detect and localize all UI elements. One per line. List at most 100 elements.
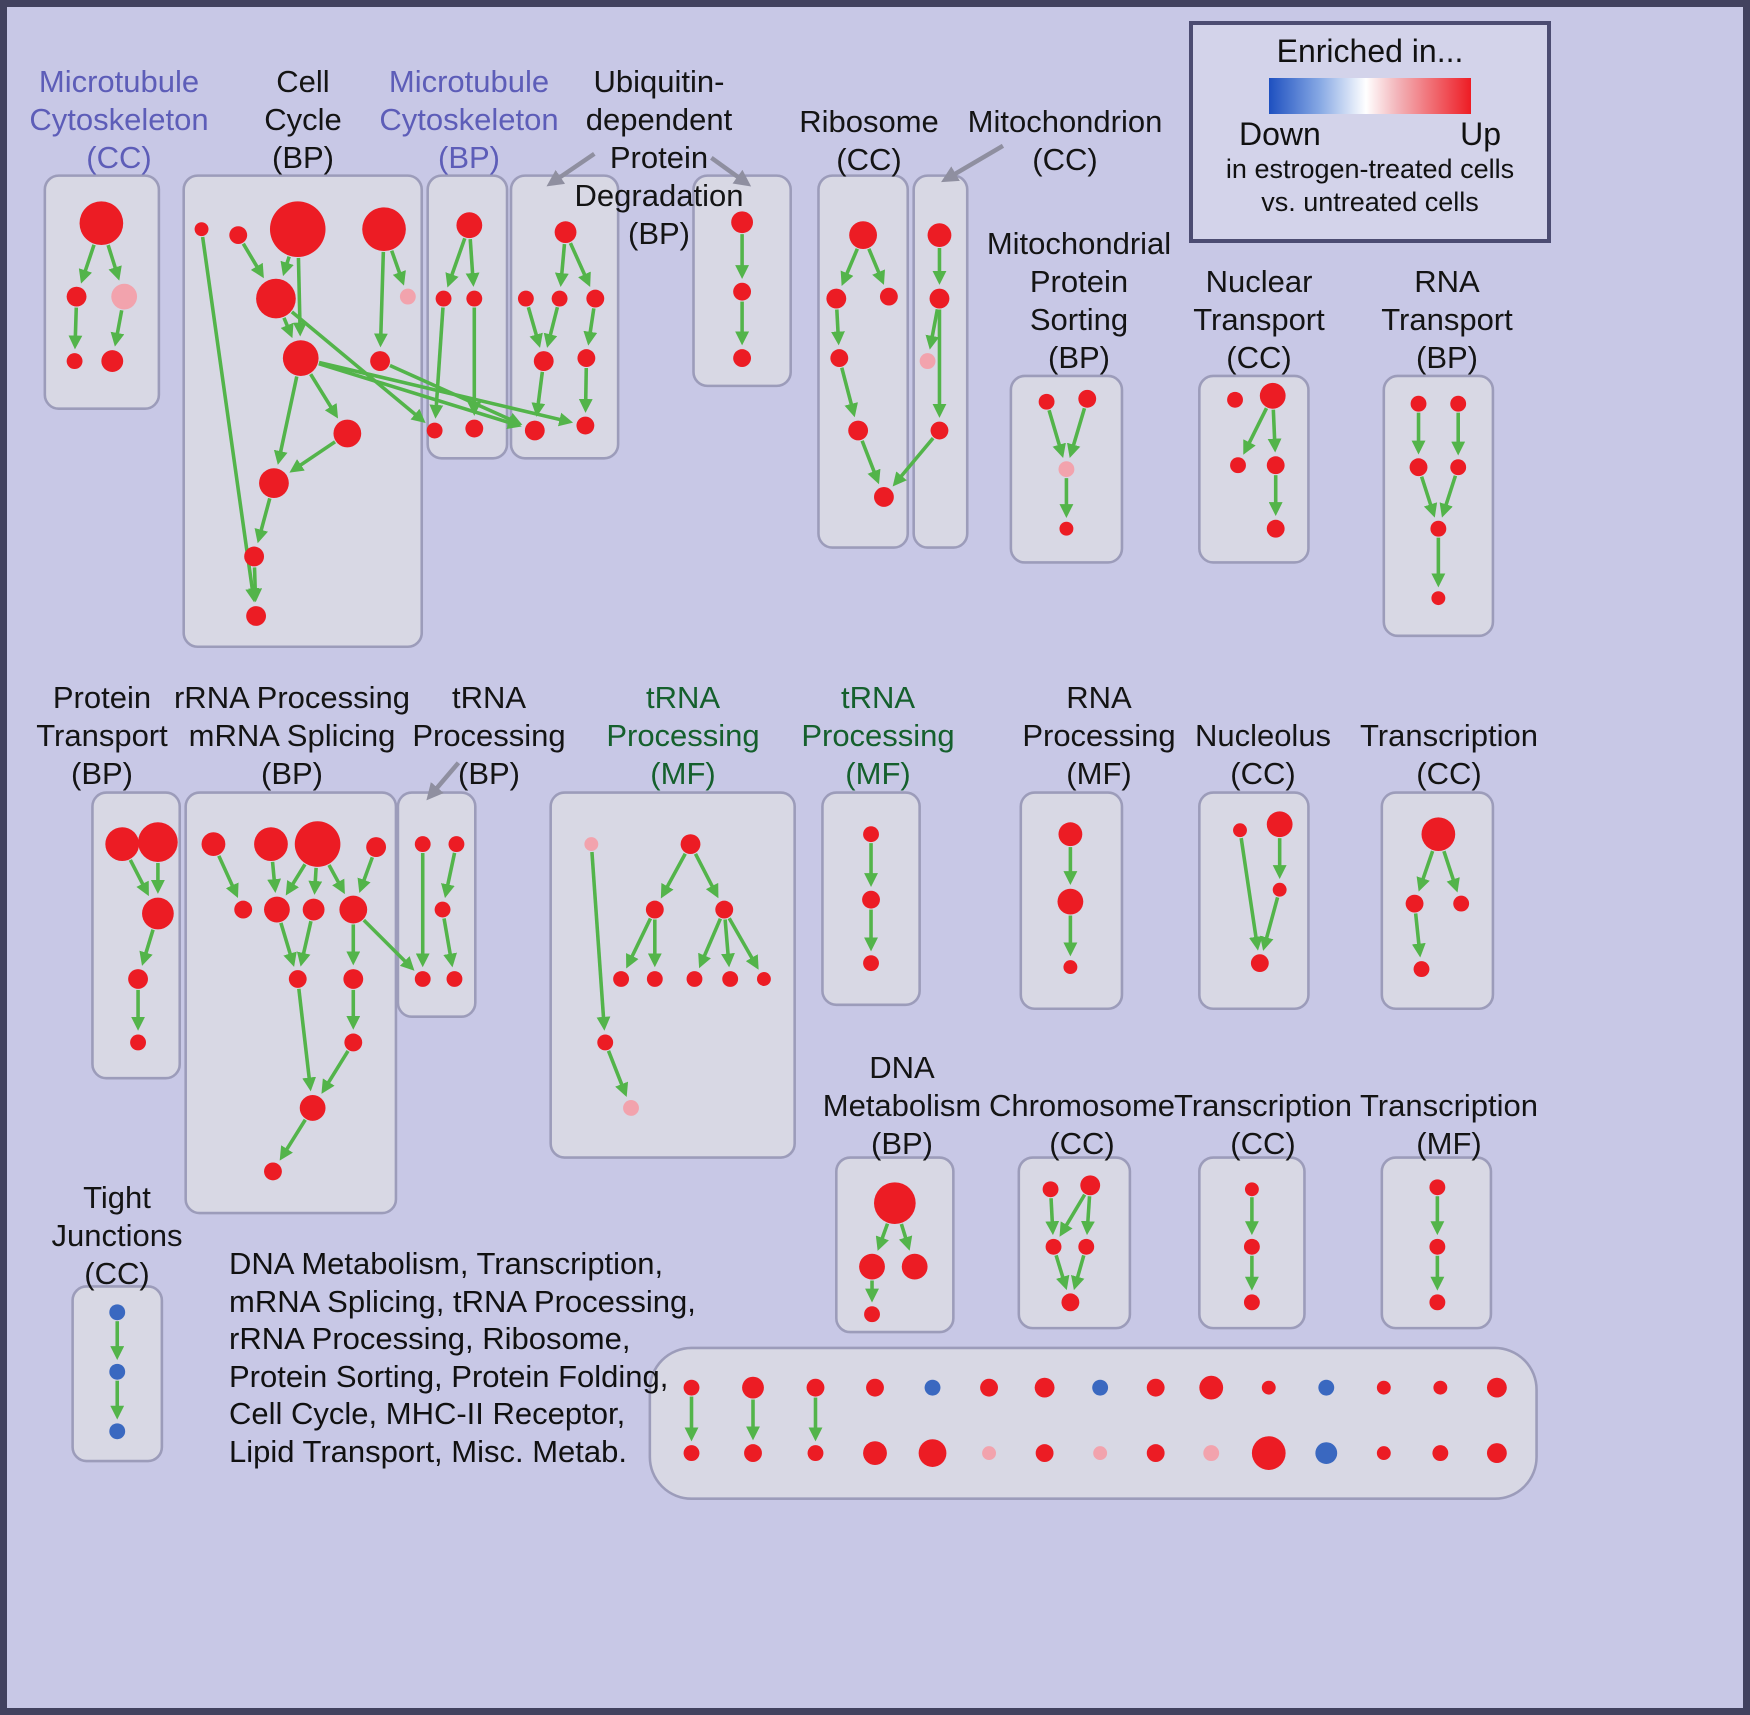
go-node-ubiquitin-degradation-bp-a-7	[576, 416, 595, 435]
network-diagram	[43, 143, 1538, 1501]
go-node-mito-protein-sorting-bp-0	[1038, 393, 1055, 410]
legend-down-label: Down	[1239, 116, 1321, 152]
go-node-trna-processing-mf-2-1	[862, 890, 880, 909]
edge-arrow	[925, 308, 940, 350]
go-node-trna-processing-mf-1-8	[756, 972, 771, 986]
go-node-ubiquitin-degradation-bp-a-5	[577, 349, 596, 368]
go-node-trna-processing-mf-1-0	[584, 837, 599, 852]
go-node-rna-processing-mf-0	[1058, 822, 1083, 847]
go-node-chromosome-cc-2	[1045, 1238, 1062, 1255]
go-node-trna-processing-bp-3	[414, 971, 431, 987]
edge-arrow	[898, 1223, 913, 1251]
edge-arrow	[139, 929, 155, 966]
go-node-mixed-categories-0	[683, 1379, 700, 1396]
edge-arrow	[217, 855, 239, 898]
go-node-rrna-mrna-processing-bp-7	[339, 895, 368, 924]
go-node-cell-cycle-bp-7	[370, 351, 390, 372]
edge-arrow	[606, 1050, 629, 1098]
go-node-rrna-mrna-processing-bp-2	[294, 821, 341, 867]
go-node-mito-protein-sorting-bp-3	[1059, 521, 1074, 536]
go-node-microtubule-cytoskeleton-cc-2	[111, 283, 138, 310]
annotation-arrow	[426, 761, 461, 801]
edge-arrow	[840, 248, 859, 286]
group-box-microtubule-cytoskeleton-bp	[426, 174, 509, 460]
annotation-arrow	[941, 143, 1005, 183]
go-node-chromosome-cc-1	[1080, 1175, 1101, 1196]
edge-arrow	[445, 237, 467, 288]
go-node-mixed-categories-13	[1433, 1380, 1448, 1395]
go-node-mixed-categories-23	[1146, 1444, 1165, 1463]
go-node-rna-transport-bp-2	[1409, 458, 1428, 477]
go-node-mixed-categories-15	[683, 1445, 700, 1462]
go-node-mixed-categories-27	[1376, 1446, 1391, 1461]
go-node-nuclear-transport-cc-1	[1259, 382, 1286, 409]
go-node-rna-transport-bp-3	[1450, 459, 1467, 476]
go-node-cell-cycle-bp-5	[399, 288, 416, 305]
go-node-transcription-cc-1-3	[1413, 961, 1430, 978]
edge-arrow	[279, 1118, 307, 1161]
go-node-mixed-categories-9	[1199, 1375, 1224, 1400]
go-node-protein-transport-bp-0	[105, 827, 140, 861]
edge-arrow	[1243, 407, 1269, 455]
group-box-rna-transport-bp	[1382, 374, 1495, 638]
go-node-mitochondrion-cc-0	[927, 223, 952, 248]
legend-gradient-bar	[1269, 78, 1471, 114]
legend-up-label: Up	[1460, 116, 1501, 152]
edge-arrow	[860, 440, 881, 485]
go-node-mixed-categories-2	[806, 1378, 825, 1397]
legend: Enriched in... Down Up in estrogen-treat…	[1189, 21, 1551, 243]
edge-arrow	[362, 918, 415, 971]
go-node-trna-processing-bp-1	[448, 836, 465, 853]
go-node-ubiquitin-degradation-bp-b-2	[733, 349, 752, 368]
go-node-transcription-cc-1-2	[1453, 895, 1470, 912]
edge-arrow	[78, 244, 96, 284]
edge-arrow	[568, 242, 591, 288]
go-node-transcription-cc-2-0	[1244, 1182, 1259, 1197]
go-node-mixed-categories-17	[807, 1445, 824, 1462]
edges-layer	[68, 143, 1466, 1442]
edge-arrow	[727, 917, 759, 970]
edge-arrow	[441, 852, 457, 899]
edge-arrow	[1067, 407, 1087, 459]
group-box-nuclear-transport-cc	[1198, 374, 1310, 564]
go-node-protein-transport-bp-2	[142, 897, 174, 930]
edge-arrow	[578, 367, 593, 413]
go-node-mixed-categories-8	[1146, 1378, 1165, 1397]
go-node-mixed-categories-3	[866, 1378, 884, 1397]
legend-subtitle-1: in estrogen-treated cells	[1225, 154, 1515, 184]
go-node-rrna-mrna-processing-bp-1	[254, 827, 288, 861]
go-node-microtubule-cytoskeleton-bp-3	[426, 422, 443, 439]
edge-arrow	[583, 308, 598, 346]
edge-arrow	[660, 852, 687, 899]
go-node-trna-processing-mf-1-2	[645, 900, 664, 919]
legend-endpoints: Down Up	[1193, 116, 1547, 153]
edge-arrow	[867, 248, 885, 285]
go-node-rna-processing-mf-2	[1063, 960, 1078, 975]
go-node-ubiquitin-degradation-bp-b-0	[731, 211, 754, 234]
go-node-cell-cycle-bp-2	[269, 201, 326, 257]
edge-arrow	[318, 360, 574, 427]
go-node-rrna-mrna-processing-bp-6	[302, 898, 325, 921]
go-node-chromosome-cc-0	[1042, 1181, 1059, 1198]
go-node-ubiquitin-degradation-bp-a-2	[551, 290, 568, 307]
edge-arrow	[267, 861, 282, 893]
go-node-cell-cycle-bp-9	[259, 468, 289, 498]
go-node-transcription-mf-0	[1429, 1179, 1446, 1196]
go-node-mito-protein-sorting-bp-2	[1058, 461, 1075, 478]
go-node-trna-processing-bp-2	[434, 901, 451, 918]
go-node-transcription-cc-1-1	[1405, 894, 1424, 913]
legend-subtitle-2: vs. untreated cells	[1261, 187, 1479, 217]
edge-arrow	[526, 306, 543, 348]
go-node-microtubule-cytoskeleton-bp-1	[435, 290, 452, 307]
go-node-ubiquitin-degradation-bp-a-0	[554, 221, 577, 244]
edge-arrow	[626, 917, 653, 969]
bottom-category-list: DNA Metabolism, Transcription, mRNA Spli…	[229, 1246, 696, 1469]
edge-arrow	[241, 242, 264, 279]
edge-arrow	[531, 371, 546, 417]
go-node-nucleolus-cc-3	[1250, 954, 1269, 973]
group-box-microtubule-cytoskeleton-cc	[43, 174, 161, 410]
go-node-rrna-mrna-processing-bp-3	[366, 837, 387, 858]
group-box-chromosome-cc	[1017, 1156, 1132, 1330]
go-node-trna-processing-mf-2-0	[863, 826, 879, 843]
